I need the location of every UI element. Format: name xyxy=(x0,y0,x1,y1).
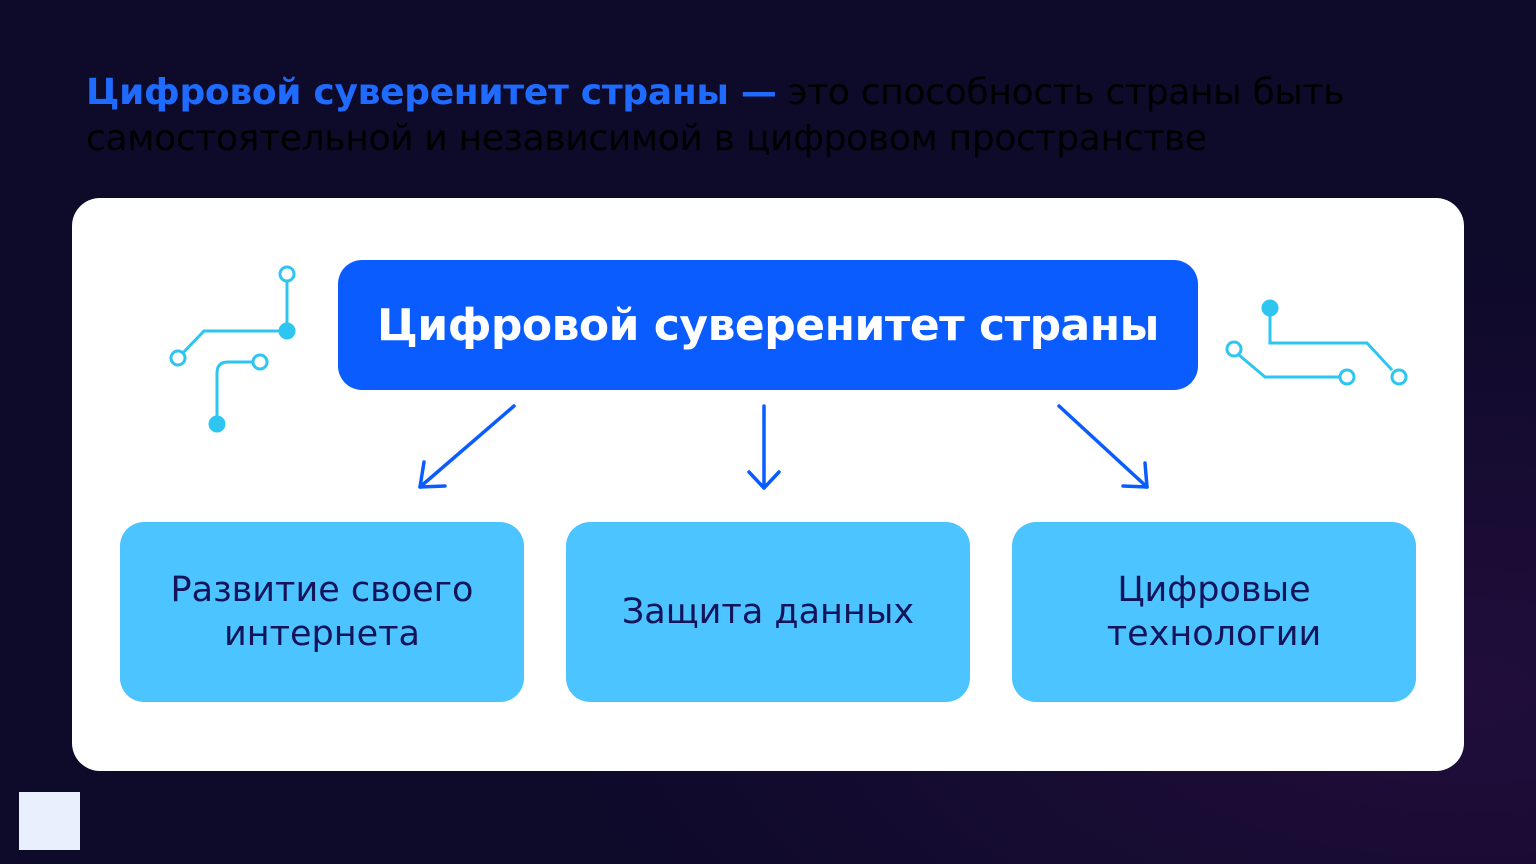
arrow-left-icon xyxy=(418,404,516,489)
arrow-right-icon xyxy=(1057,404,1149,489)
branch-label-technologies: Цифровые технологии xyxy=(1106,570,1322,654)
headline-term: Цифровой суверенитет страны — xyxy=(86,72,777,113)
branch-box-internet: Развитие своего интернета xyxy=(120,522,524,702)
headline: Цифровой суверенитет страны — это способ… xyxy=(86,70,1386,162)
main-concept-box: Цифровой суверенитет страны xyxy=(338,260,1198,390)
circuit-decoration-right-icon xyxy=(1225,299,1408,386)
main-concept-label: Цифровой суверенитет страны xyxy=(377,299,1159,351)
branch-label-internet: Развитие своего интернета xyxy=(170,570,474,654)
diagram-graphics xyxy=(169,265,1408,490)
circuit-decoration-left-icon xyxy=(169,265,296,433)
arrow-center-icon xyxy=(747,404,781,490)
branch-box-technologies: Цифровые технологии xyxy=(1012,522,1416,702)
branch-label-data-protection: Защита данных xyxy=(621,592,915,632)
corner-placeholder-square xyxy=(19,792,80,850)
diagram-card: Цифровой суверенитет страны Развитие сво… xyxy=(72,198,1464,771)
headline-definition: это способность страны быть самостоятель… xyxy=(86,72,1345,159)
branch-box-data-protection: Защита данных xyxy=(566,522,970,702)
